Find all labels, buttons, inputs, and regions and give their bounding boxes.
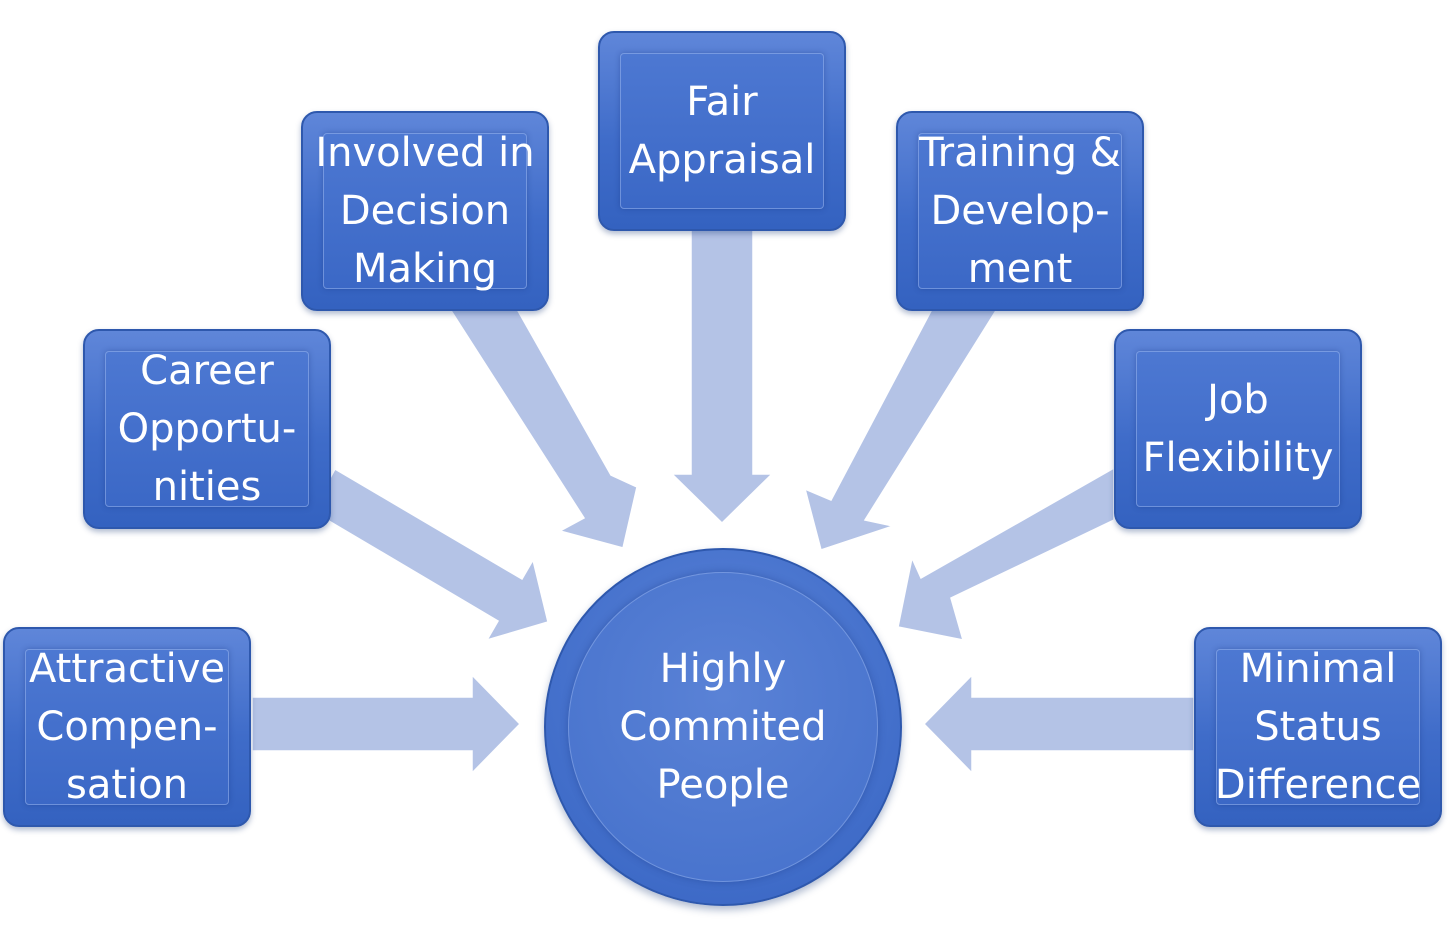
center-circle-highly-commited-people: Highly Commited People bbox=[544, 548, 902, 906]
arrow-decision bbox=[448, 308, 638, 549]
box-fair-appraisal: Fair Appraisal bbox=[598, 31, 846, 231]
box-fair-appraisal-label: Fair Appraisal bbox=[628, 79, 816, 183]
box-minimal-status-difference-label: Minimal Status Difference bbox=[1214, 646, 1422, 808]
arrow-training bbox=[803, 308, 999, 551]
box-job-flexibility-label: Job Flexibility bbox=[1142, 377, 1334, 481]
box-training-development-label: Training & Develop- ment bbox=[919, 130, 1121, 292]
box-career-opportunities-label: Career Opportu- nities bbox=[117, 348, 297, 510]
arrow-appraisal bbox=[670, 228, 774, 525]
arrow-flexibility bbox=[897, 466, 1115, 641]
center-circle-label: Highly Commited People bbox=[619, 646, 827, 808]
box-career-opportunities: Career Opportu- nities bbox=[83, 329, 331, 529]
box-attractive-compensation: Attractive Compen- sation bbox=[3, 627, 251, 827]
box-job-flexibility: Job Flexibility bbox=[1114, 329, 1362, 529]
box-involved-in-decision-making-label: Involved in Decision Making bbox=[315, 130, 535, 292]
arrow-compensation bbox=[251, 673, 522, 775]
box-attractive-compensation-label: Attractive Compen- sation bbox=[28, 646, 226, 808]
box-involved-in-decision-making: Involved in Decision Making bbox=[301, 111, 549, 311]
arrow-status bbox=[922, 673, 1195, 775]
arrow-career bbox=[310, 467, 549, 642]
box-minimal-status-difference: Minimal Status Difference bbox=[1194, 627, 1442, 827]
box-training-development: Training & Develop- ment bbox=[896, 111, 1144, 311]
